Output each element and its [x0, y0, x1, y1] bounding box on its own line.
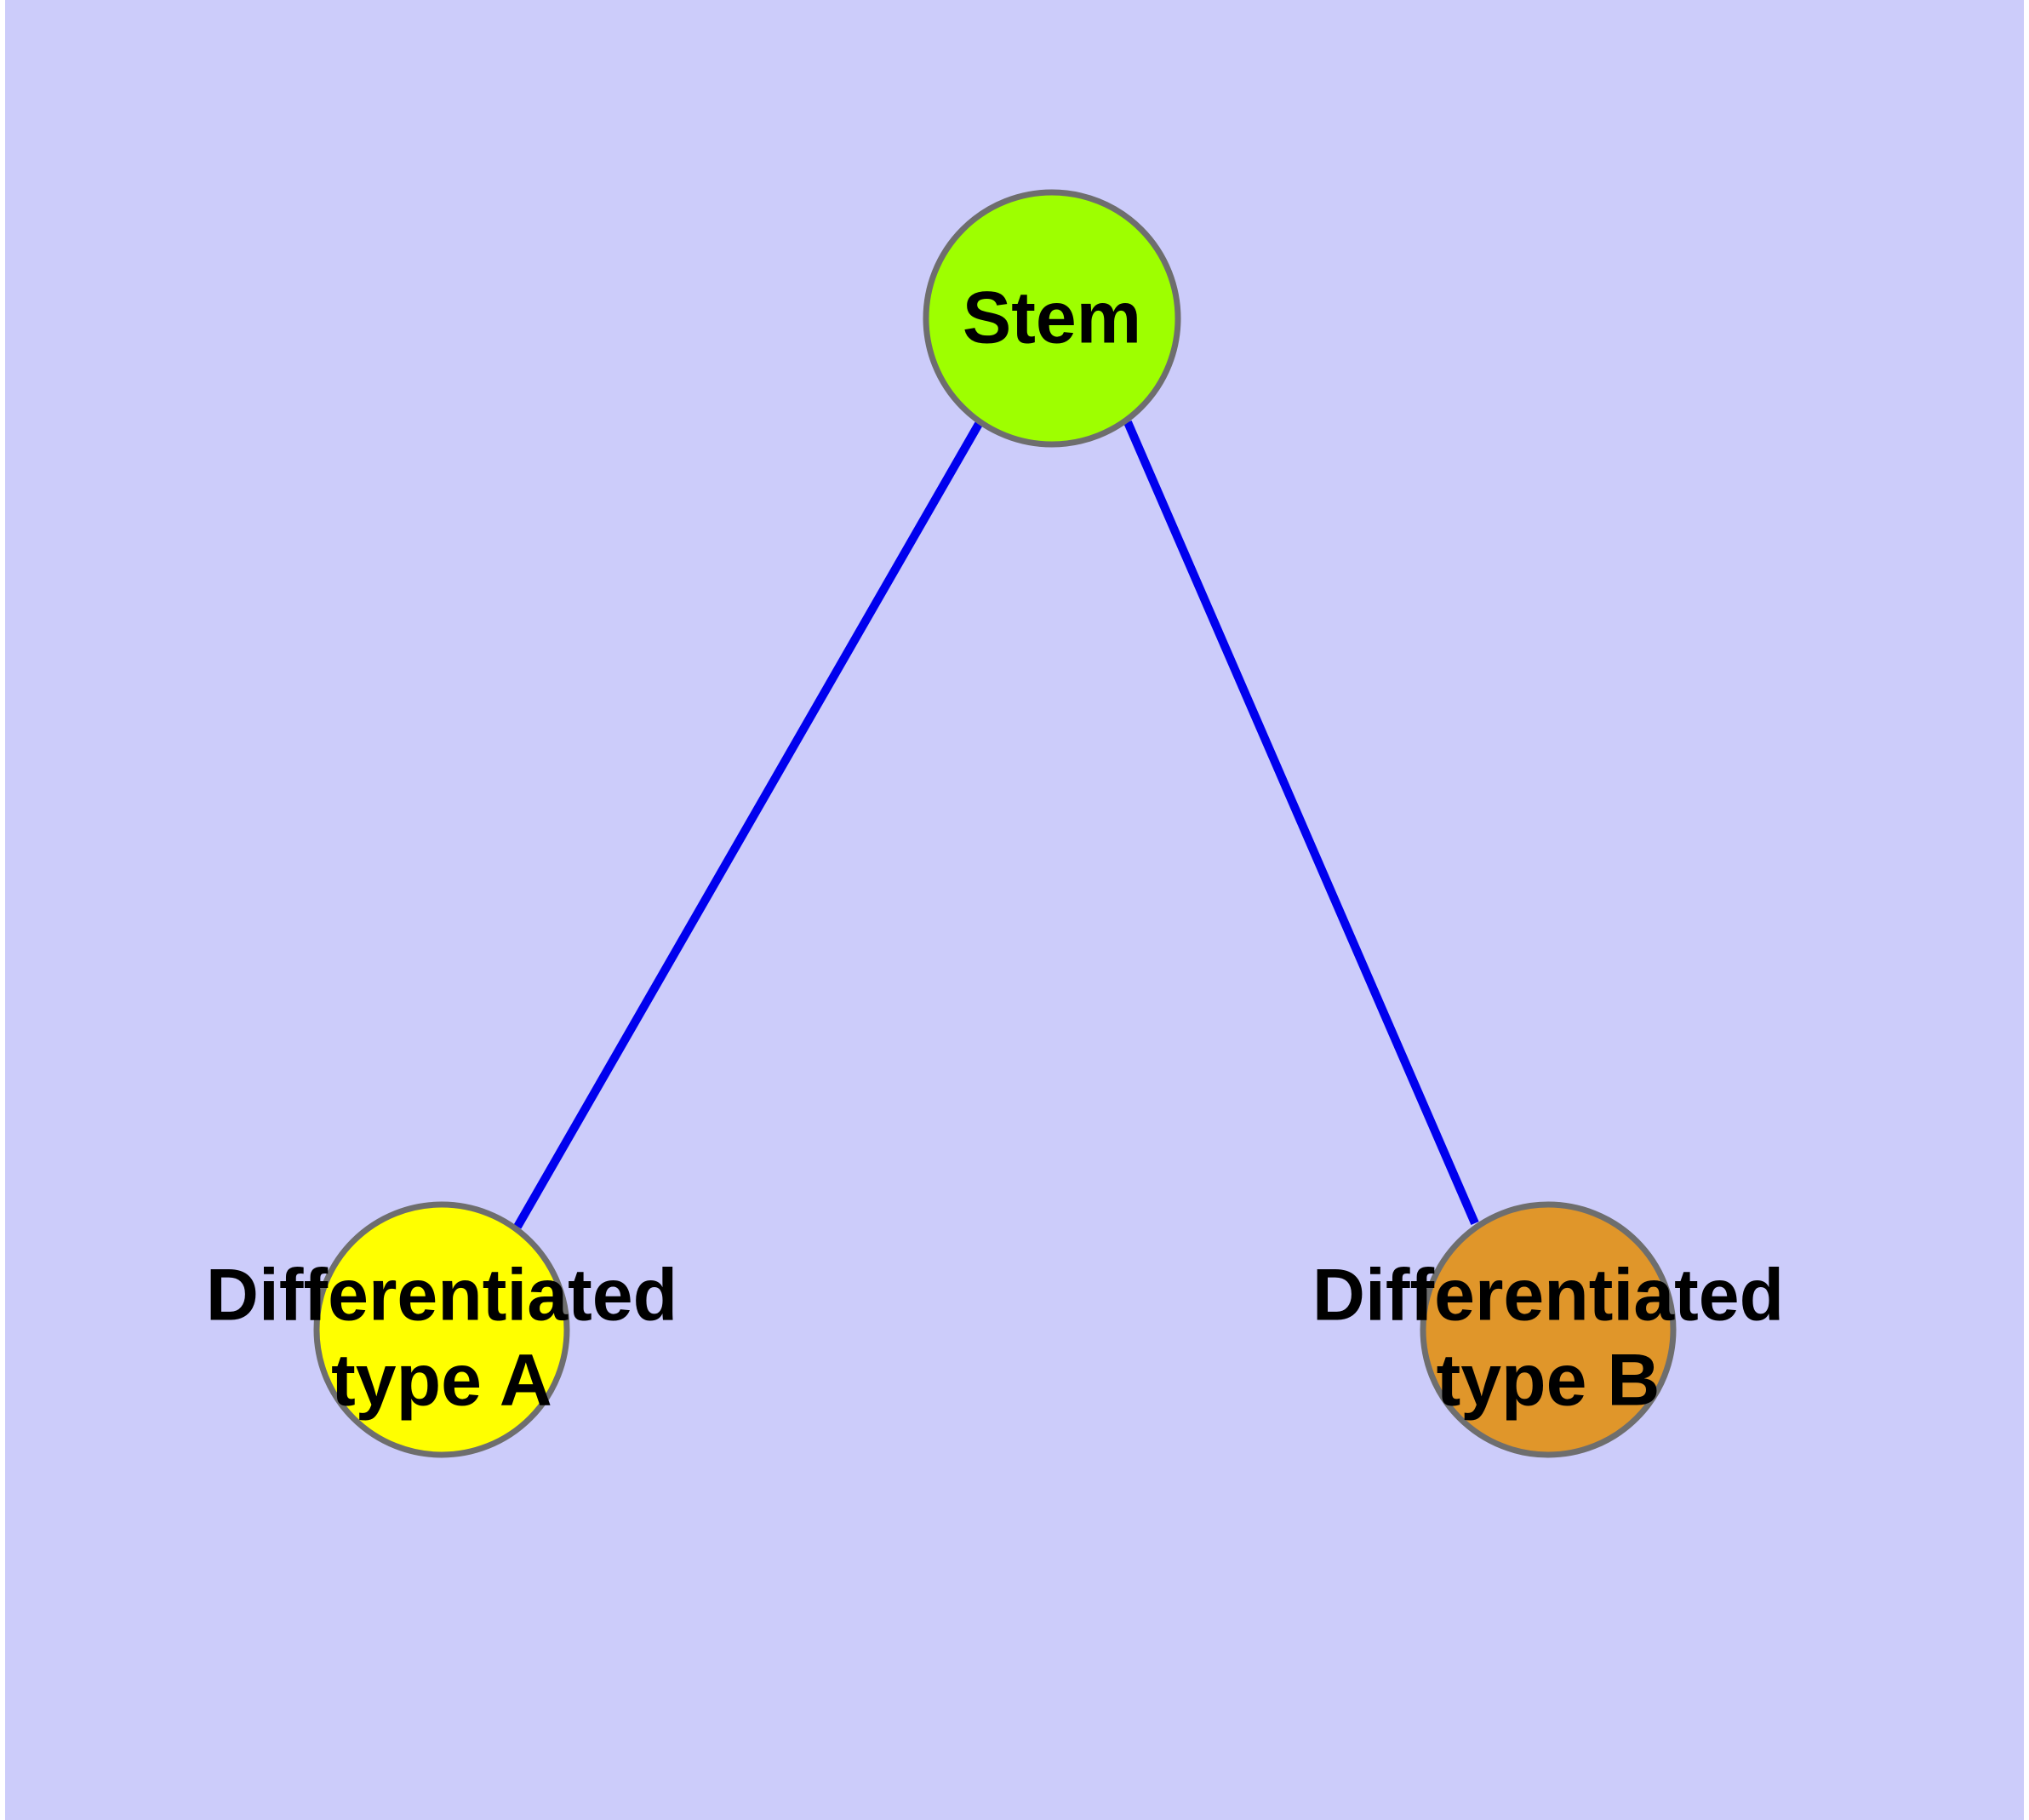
node-stem-circle[interactable]	[923, 189, 1181, 448]
node-stem-label: Stem	[963, 278, 1141, 359]
node-differentiated-type-a-label-line2: type A	[331, 1340, 552, 1422]
node-differentiated-type-b-label-line2: type B	[1437, 1340, 1660, 1422]
node-layer: Stem Differentiated type A Differentiate…	[206, 189, 1784, 1458]
node-stem[interactable]: Stem	[923, 189, 1181, 448]
node-differentiated-type-b-label-line1: Differentiated	[1312, 1255, 1784, 1336]
edge-stem-to-differentiated-type-b[interactable]	[1123, 421, 1479, 1225]
node-differentiated-type-a[interactable]: Differentiated type A	[206, 1201, 677, 1458]
edge-layer	[513, 421, 1479, 1229]
node-differentiated-type-a-circle[interactable]	[313, 1201, 570, 1458]
node-differentiated-type-a-label-line1: Differentiated	[206, 1255, 677, 1336]
node-differentiated-type-b-circle[interactable]	[1420, 1201, 1677, 1458]
node-differentiated-type-b[interactable]: Differentiated type B	[1312, 1201, 1784, 1458]
edge-stem-to-differentiated-type-a[interactable]	[513, 421, 983, 1229]
